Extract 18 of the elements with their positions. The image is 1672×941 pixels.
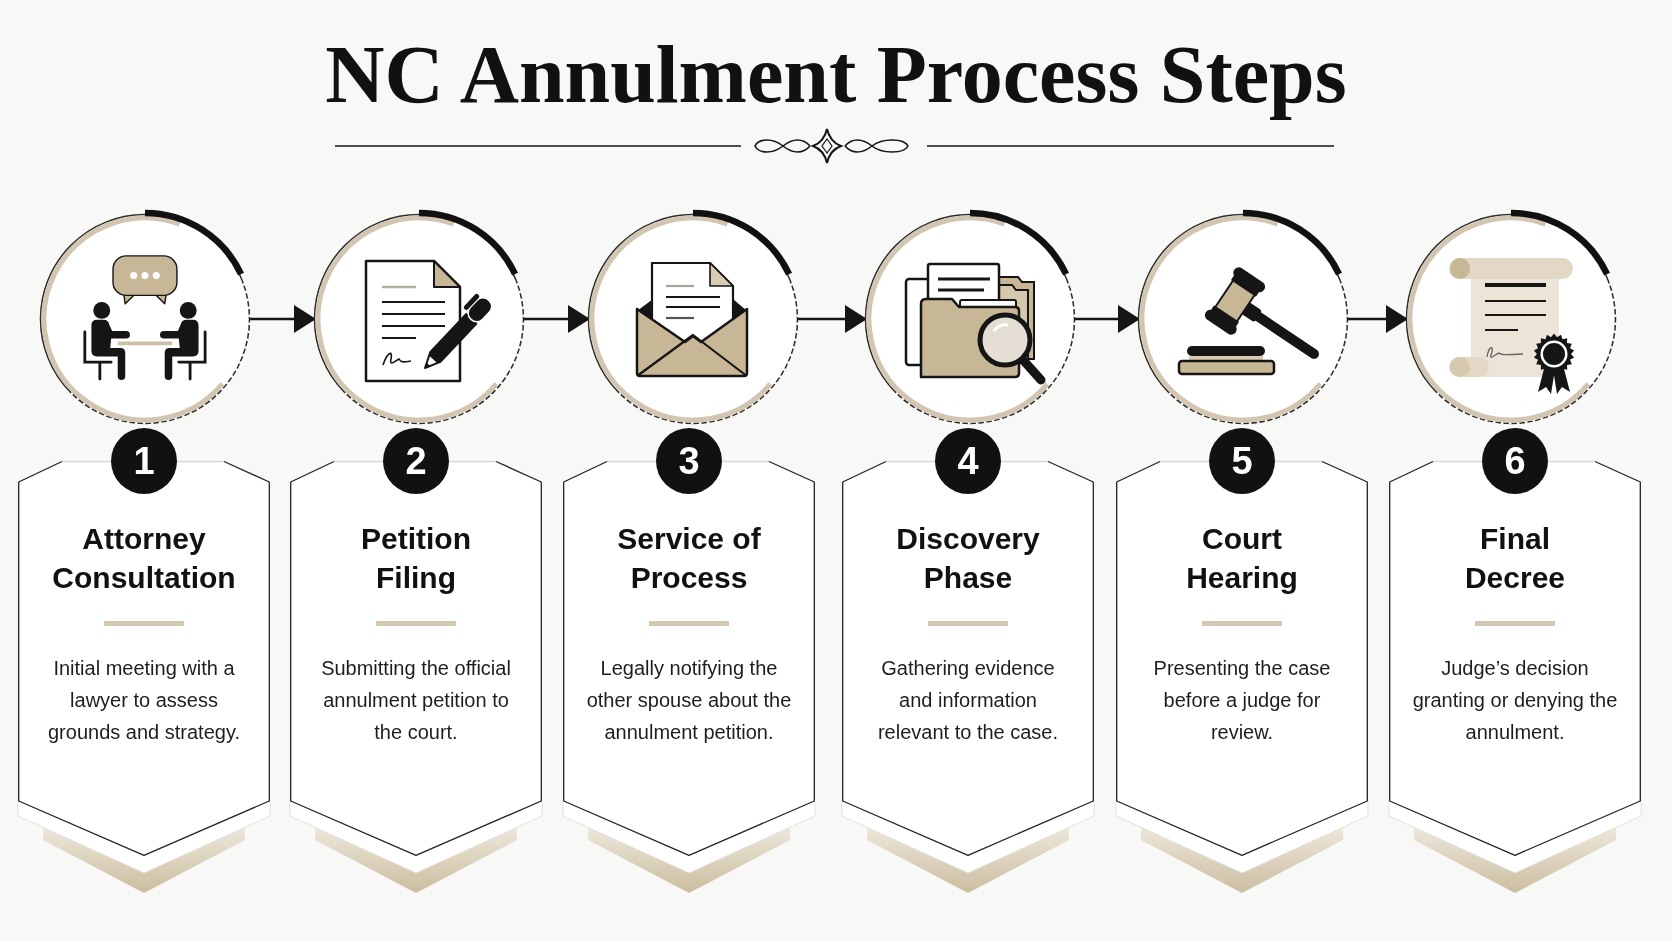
step-number: 2 [383,428,449,494]
step-title: Court Hearing [1185,521,1299,596]
step-title: Discovery Phase [895,521,1041,596]
step-title: Service of Process [616,521,762,596]
step-description: Presenting the case before a judge for review. [1152,656,1332,745]
step-description: Judge’s decision granting or denying the annulment. [1411,656,1619,745]
step-description: Gathering evidence and information relevant to the case. [876,656,1060,745]
step-title: Attorney Consultation [51,521,237,596]
step-description: Initial meeting with a lawyer to assess grounds and strategy. [47,656,241,745]
step-title: Final Decree [1463,521,1567,596]
step-title: Petition Filing [360,521,472,596]
step-number: 6 [1482,428,1548,494]
step-number: 3 [656,428,722,494]
step-number: 5 [1209,428,1275,494]
step-number: 4 [935,428,1001,494]
step-description: Submitting the official annulment petition to the court. [320,656,512,745]
step-description: Legally notifying the other spouse about the annulment petition. [585,656,793,745]
step-number: 1 [111,428,177,494]
